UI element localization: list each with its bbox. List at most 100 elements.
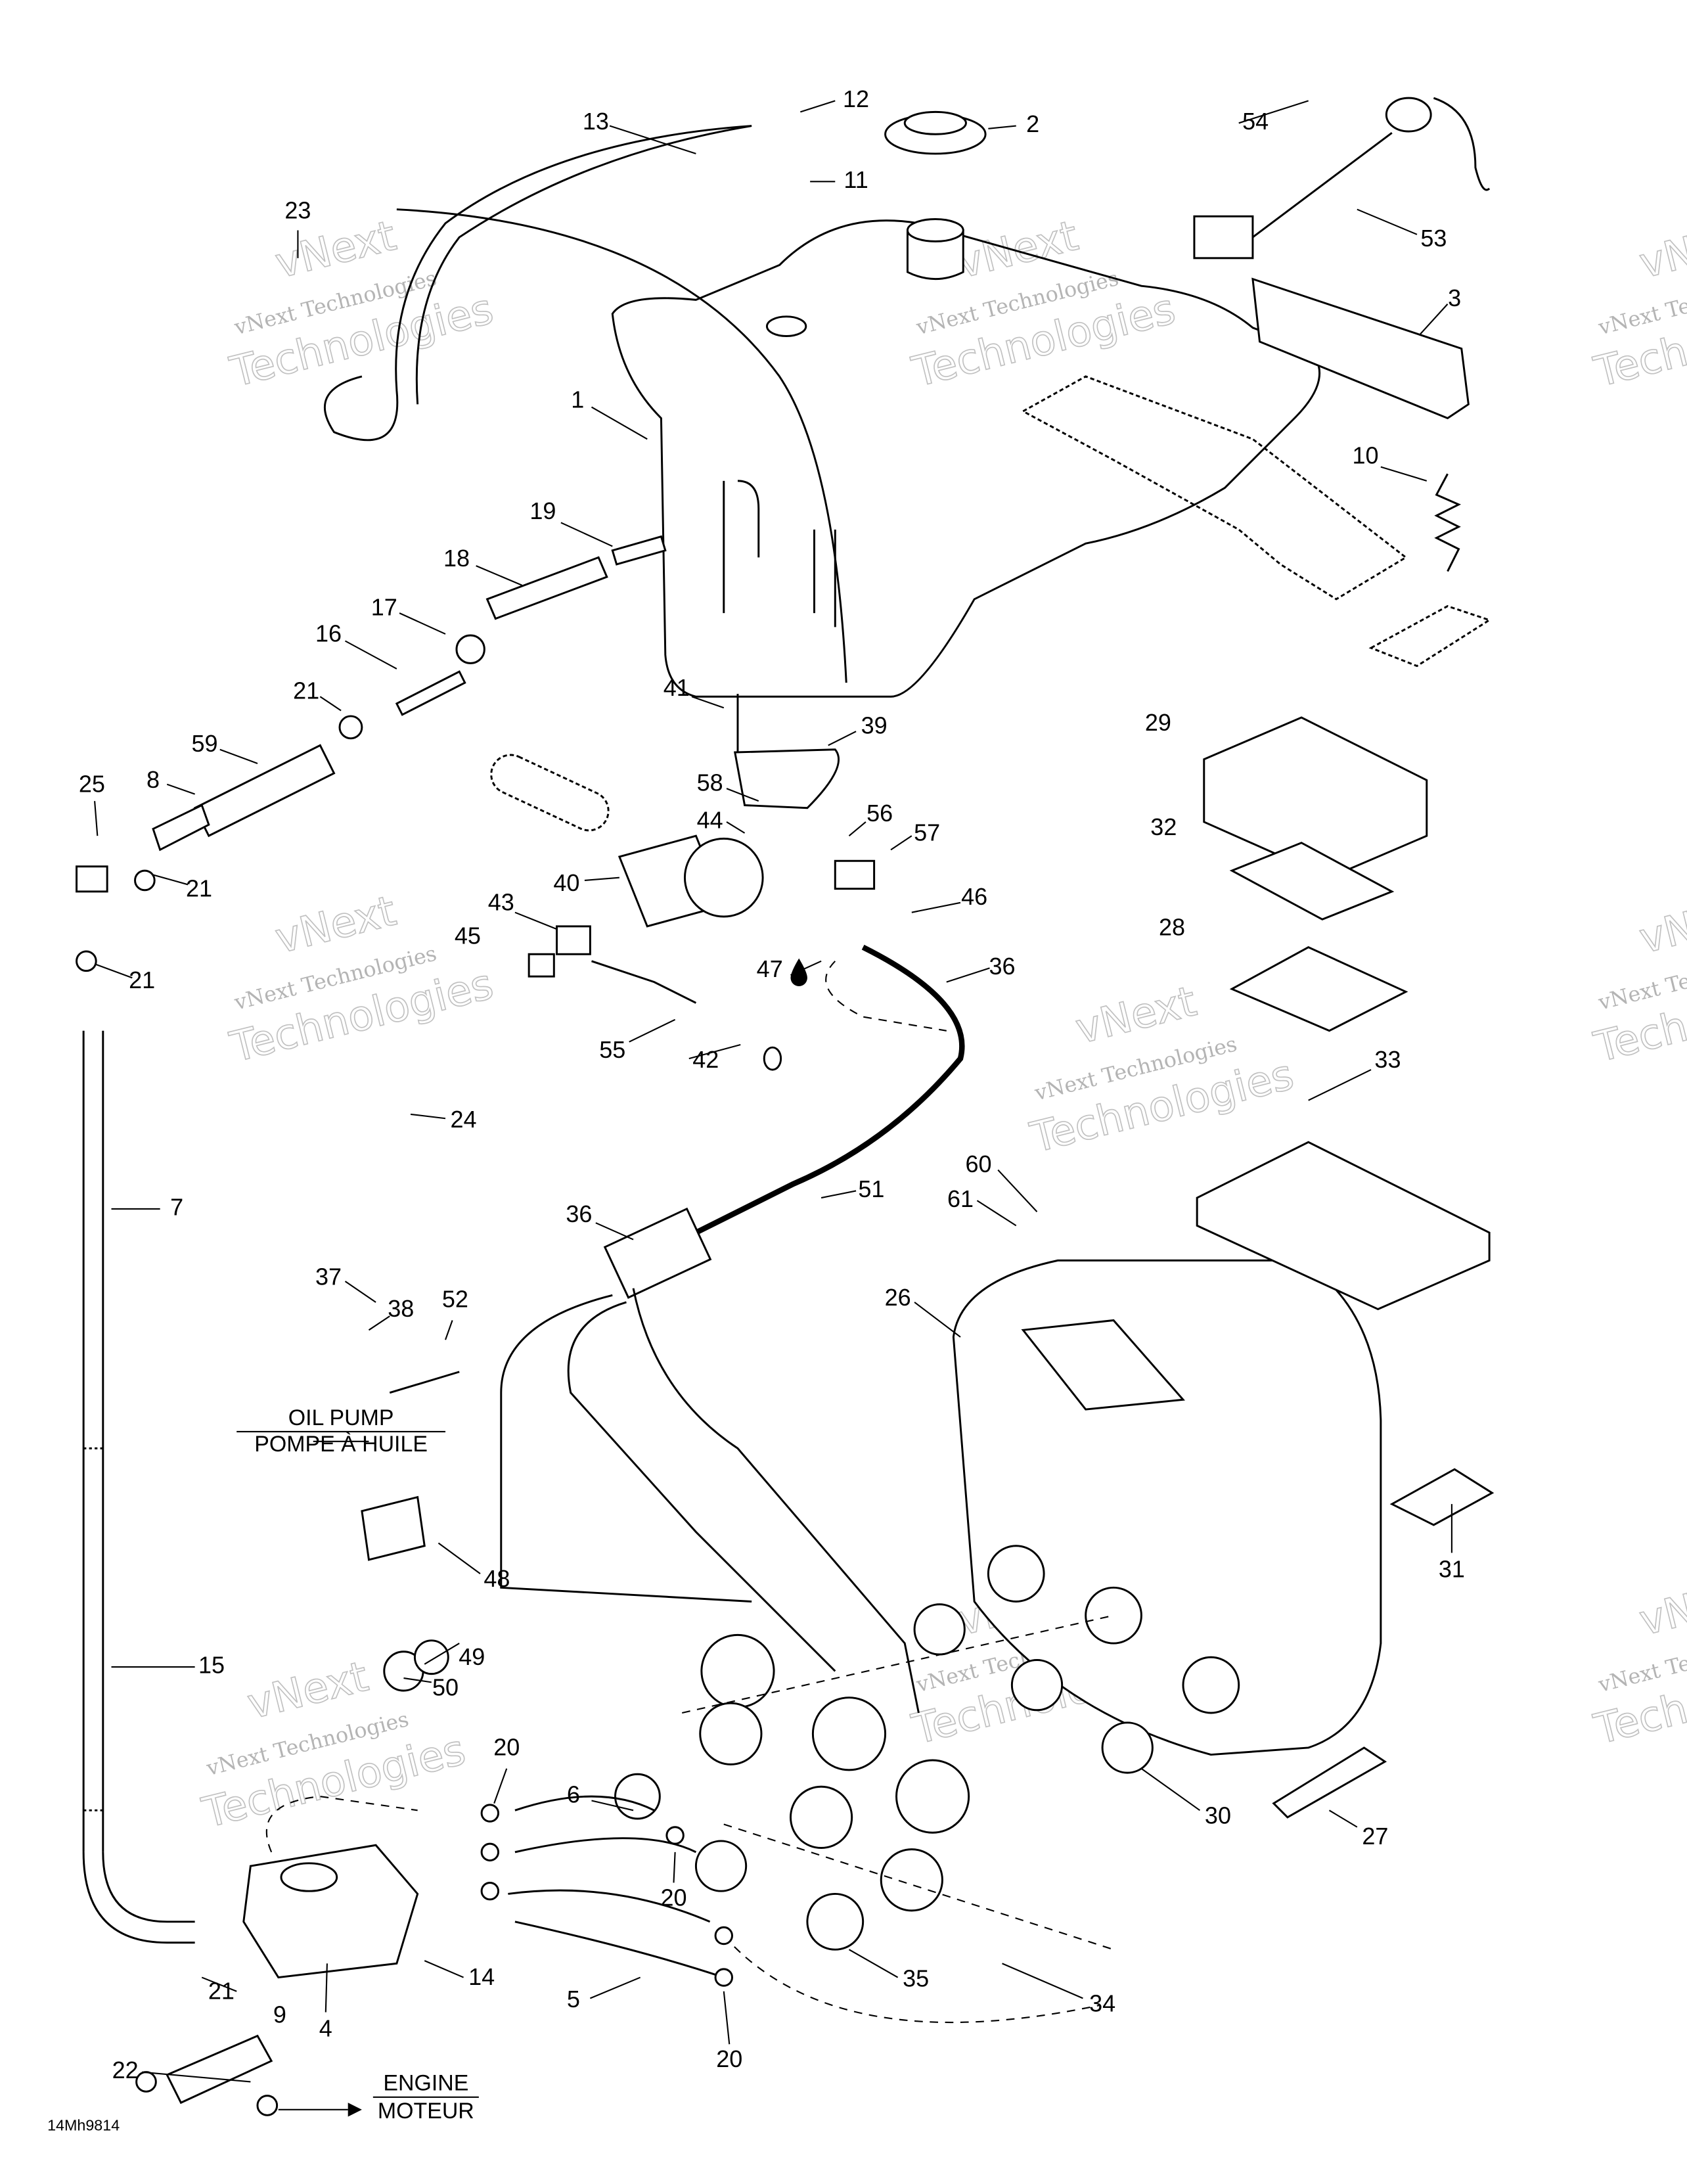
- part-label: 34: [1089, 1990, 1115, 2016]
- part-label: 19: [529, 497, 556, 524]
- throttle-cable: [694, 944, 965, 1235]
- part-label: 45: [455, 922, 481, 949]
- part-label: 40: [553, 869, 579, 896]
- engine-callout: ENGINE MOTEUR: [372, 2071, 479, 2124]
- part-label: 44: [697, 806, 723, 833]
- spring: [1434, 473, 1462, 572]
- part-label: 16: [315, 620, 342, 647]
- part-label: 46: [961, 883, 987, 910]
- svg-text:vNext: vNext: [1634, 211, 1687, 288]
- part-label: 2: [1026, 110, 1039, 137]
- part-label: 10: [1353, 442, 1379, 468]
- part-label: 51: [858, 1175, 884, 1202]
- part-label: 21: [208, 1977, 235, 2004]
- fitting-48: [361, 1495, 426, 1561]
- part-label: 43: [488, 888, 514, 915]
- filter-32: [1229, 842, 1395, 921]
- vent-hose: [323, 125, 847, 683]
- part-label: 53: [1420, 225, 1447, 252]
- part-label: 61: [947, 1185, 974, 1212]
- part-label: 4: [319, 2015, 332, 2042]
- part-label: 33: [1374, 1046, 1401, 1073]
- filler-cap: [884, 110, 987, 155]
- fuel-hoses: [480, 1773, 865, 1987]
- part-label: 20: [660, 1884, 686, 1911]
- part-labels: 13 12 2 11 54 53 23 3 1 10 19 18 17 16 2…: [79, 85, 1465, 2083]
- part-label: 14: [468, 1963, 495, 1990]
- part-label: 31: [1439, 1555, 1465, 1582]
- airbox: [952, 1259, 1382, 1756]
- part-label: 21: [293, 677, 319, 704]
- part-label: 3: [1448, 284, 1461, 311]
- part-label: 7: [170, 1193, 183, 1220]
- oil-tank: [611, 218, 1408, 698]
- part-label: 52: [442, 1285, 468, 1312]
- carburetors: [681, 1603, 1154, 2024]
- part-label: 5: [567, 1986, 580, 2013]
- part-label: 58: [697, 769, 723, 796]
- part-label: 41: [664, 674, 690, 701]
- part-label: 1: [571, 386, 584, 413]
- oil-drop-icon: [790, 958, 807, 986]
- svg-text:vNext: vNext: [1634, 1568, 1687, 1645]
- part-label: 25: [79, 770, 105, 797]
- svg-text:MOTEUR: MOTEUR: [378, 2099, 474, 2124]
- svg-text:vNext: vNext: [242, 1652, 372, 1729]
- svg-text:OIL PUMP: OIL PUMP: [288, 1405, 394, 1430]
- part-label: 6: [567, 1781, 580, 1808]
- part-label: 11: [844, 166, 868, 193]
- svg-text:POMPE À HUILE: POMPE À HUILE: [254, 1432, 428, 1457]
- part-label: 28: [1159, 914, 1185, 941]
- part-label: 29: [1145, 709, 1171, 736]
- part-label: 57: [914, 819, 940, 846]
- svg-text:ENGINE: ENGINE: [383, 2071, 468, 2096]
- part-label: 12: [843, 85, 869, 112]
- part-label: 49: [459, 1643, 485, 1670]
- svg-text:vNext: vNext: [271, 886, 401, 963]
- oil-line-fittings: [76, 535, 667, 972]
- part-label: 55: [599, 1036, 625, 1063]
- part-label: 20: [716, 2045, 742, 2072]
- throttle-components: [490, 694, 876, 1071]
- part-label: 54: [1242, 108, 1269, 135]
- part-label: 21: [129, 967, 155, 993]
- part-label: 23: [284, 196, 311, 223]
- part-label: 17: [371, 593, 397, 620]
- svg-text:vNext: vNext: [1634, 886, 1687, 963]
- part-label: 26: [885, 1284, 911, 1311]
- plate-28: [1229, 945, 1408, 1032]
- part-label: 37: [315, 1263, 342, 1290]
- part-label: 24: [451, 1106, 477, 1133]
- part-label: 36: [566, 1200, 592, 1227]
- part-label: 20: [493, 1734, 520, 1761]
- svg-text:vNext: vNext: [953, 211, 1083, 288]
- part-label: 9: [273, 2001, 286, 2028]
- gasket-31: [1389, 1468, 1495, 1526]
- part-label: 18: [443, 545, 470, 572]
- tank-bracket: [1251, 277, 1470, 420]
- leader-lines: [94, 100, 1452, 2083]
- part-label: 15: [198, 1652, 225, 1679]
- part-label: 27: [1362, 1823, 1388, 1850]
- part-label: 21: [186, 875, 212, 901]
- part-label: 13: [583, 108, 609, 135]
- part-label: 8: [146, 766, 160, 793]
- holder-27: [1272, 1746, 1387, 1819]
- part-label: 38: [388, 1295, 414, 1322]
- part-label: 36: [989, 953, 1016, 980]
- fuel-pump: [242, 1796, 419, 1979]
- part-label: 35: [903, 1965, 929, 1991]
- part-label: 48: [484, 1565, 510, 1592]
- part-label: 50: [432, 1673, 459, 1700]
- foam-29: [1203, 716, 1428, 879]
- part-label: 47: [757, 955, 783, 982]
- level-sensor: [1193, 97, 1491, 260]
- part-label: 22: [112, 2057, 139, 2083]
- part-label: 30: [1205, 1802, 1231, 1829]
- part-label: 32: [1150, 813, 1177, 840]
- foam-33: [1196, 1141, 1491, 1311]
- oil-pump-callout: OIL PUMP POMPE À HUILE: [236, 1405, 446, 1457]
- diagram-code: 14Mh9814: [47, 2116, 120, 2133]
